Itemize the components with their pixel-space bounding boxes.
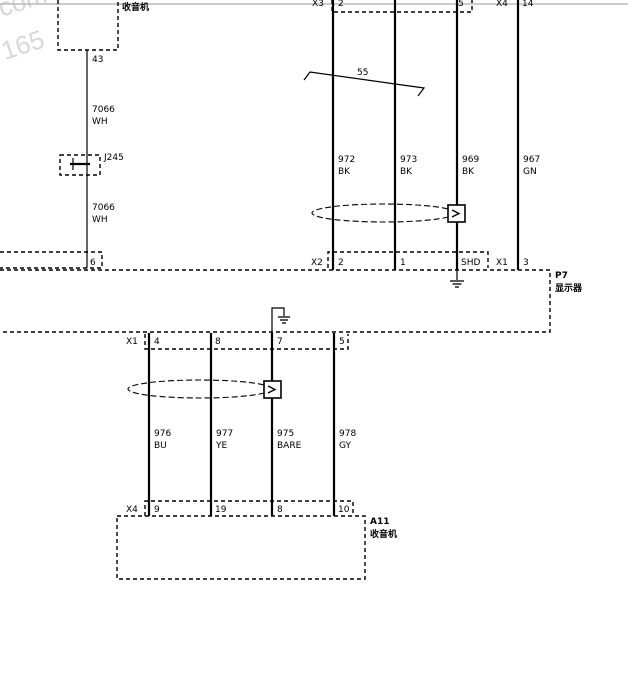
a11-connector-x4: X4 9 19 8 10 <box>126 500 354 516</box>
lower-shield <box>127 379 282 399</box>
pin-label: 2 <box>338 258 344 268</box>
pin-label: 9 <box>154 505 160 515</box>
pin-label: 7 <box>277 337 283 347</box>
pin-label: 1 <box>400 258 406 268</box>
wire-color: BARE <box>277 441 302 451</box>
ground-symbol <box>271 307 290 333</box>
radio-module-a11: A11 收音机 <box>116 515 397 580</box>
connector-label: X2 <box>311 258 323 268</box>
pin-label: SHD <box>461 258 480 268</box>
watermark-text: 165 <box>0 24 48 66</box>
wire-circuit: 977 <box>216 429 233 439</box>
pin-label: 19 <box>215 505 227 515</box>
lower-wires: 976 BU 977 YE 975 BARE 978 GY <box>147 333 356 516</box>
lower-connector-x1: X1 4 8 7 5 <box>126 334 349 350</box>
connector-label: X4 <box>496 0 508 9</box>
wire-color: BK <box>338 167 351 177</box>
pin-label: 8 <box>277 505 283 515</box>
wire-circuit: 7066 <box>92 105 115 115</box>
wire-color: GN <box>523 167 537 177</box>
pin-label: 43 <box>92 55 103 65</box>
pin-label: 10 <box>338 505 350 515</box>
splice-label: J245 <box>103 153 124 163</box>
wire-circuit: 967 <box>523 155 540 165</box>
pin-label: 5 <box>458 0 464 9</box>
left-connector <box>0 251 103 269</box>
p7-connector-x2: X2 2 1 SHD X1 3 <box>311 251 529 268</box>
module-ref: A11 <box>370 517 390 527</box>
ground-symbol <box>450 270 464 288</box>
wire-color: WH <box>92 117 108 127</box>
pin-label: 2 <box>338 0 344 9</box>
wire-color: WH <box>92 215 108 225</box>
bundle-label: 55 <box>357 68 368 78</box>
wire-circuit: 973 <box>400 155 417 165</box>
wire-circuit: 972 <box>338 155 355 165</box>
wire-circuit: 7066 <box>92 203 115 213</box>
display-module-p7: P7 显示器 <box>0 269 583 333</box>
module-name: 显示器 <box>555 283 583 294</box>
connector-label: X3 <box>312 0 324 9</box>
upper-shield <box>311 203 466 223</box>
splice-connector <box>59 154 101 176</box>
connector-label: X4 <box>126 505 138 515</box>
top-left-component: 收音机 <box>57 0 149 51</box>
wire-bundle-indicator: 55 <box>303 68 426 97</box>
top-connector-x3: X3 2 5 X4 14 <box>312 0 534 13</box>
module-ref: P7 <box>555 271 568 281</box>
top-component-label: 收音机 <box>122 1 149 13</box>
left-wire-7066: 43 7066 WH J245 7066 WH 6 <box>59 50 124 268</box>
connector-label: X1 <box>496 258 508 268</box>
pin-label: 4 <box>154 337 160 347</box>
wire-color: YE <box>215 441 227 451</box>
pin-label: 3 <box>523 258 529 268</box>
wire-circuit: 976 <box>154 429 171 439</box>
connector-label: X1 <box>126 337 138 347</box>
pin-label: 6 <box>90 258 96 268</box>
wire-color: GY <box>339 441 352 451</box>
wire-circuit: 978 <box>339 429 356 439</box>
pin-label: 5 <box>339 337 345 347</box>
wire-circuit: 975 <box>277 429 294 439</box>
pin-label: 14 <box>522 0 534 9</box>
upper-wires: 972 BK 973 BK 969 BK 967 GN <box>331 0 540 270</box>
module-name: 收音机 <box>370 528 397 540</box>
pin-label: 8 <box>215 337 221 347</box>
wire-color: BK <box>400 167 413 177</box>
wire-color: BU <box>154 441 167 451</box>
wire-color: BK <box>462 167 475 177</box>
wire-circuit: 969 <box>462 155 479 165</box>
